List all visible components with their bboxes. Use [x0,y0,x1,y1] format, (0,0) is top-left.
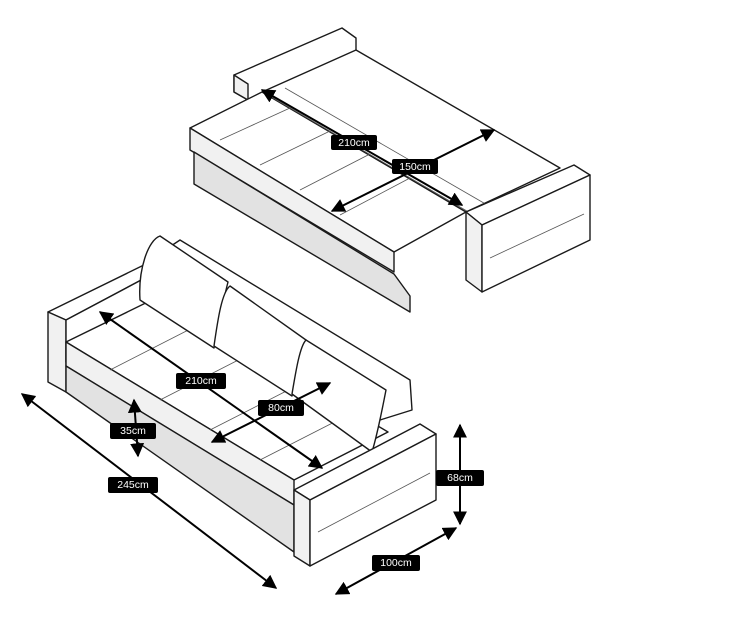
label-overall-depth: 100cm [372,555,420,571]
label-overall-depth-text: 100cm [380,557,412,569]
label-bed-length: 210cm [331,135,377,150]
label-seat-height-text: 35cm [120,425,146,437]
label-seat-height: 35cm [110,423,156,439]
label-bed-length-text: 210cm [338,137,370,149]
label-overall-length-text: 245cm [117,479,149,491]
sofa-bed-unfolded [189,27,591,313]
label-seat-length: 210cm [176,373,226,389]
label-overall-length: 245cm [108,477,158,493]
label-bed-width: 150cm [392,159,438,174]
label-overall-height: 68cm [436,470,484,486]
label-seat-length-text: 210cm [185,375,217,387]
label-bed-width-text: 150cm [399,161,431,173]
bed-base [193,151,411,313]
label-overall-height-text: 68cm [447,472,473,484]
label-seat-depth: 80cm [258,400,304,416]
label-seat-depth-text: 80cm [268,402,294,414]
